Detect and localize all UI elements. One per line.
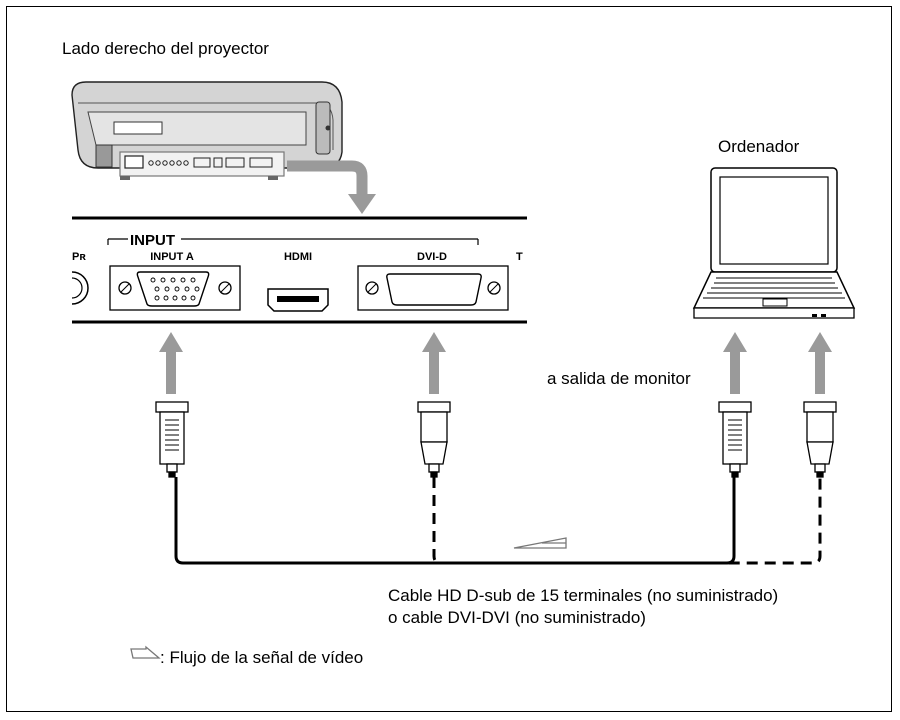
input-panel: INPUT Pʀ INPUT A HDMI DVI-D T [71,216,527,324]
input-group-label: INPUT [130,232,175,249]
figure-frame [6,6,892,712]
connector-vga-right [718,401,752,478]
arrow-to-input-a [159,332,183,394]
legend-label: : Flujo de la señal de vídeo [160,648,364,667]
connector-vga-left [155,401,189,478]
legend-signal-flow-icon [130,645,161,659]
laptop [692,167,856,319]
connector-dvi-right [803,401,837,478]
zoom-arrow [287,160,376,214]
pr-jack [71,271,89,305]
monitor-output-label: a salida de monitor [547,369,691,388]
input-a-port [109,265,241,311]
dvi-cable [432,477,822,565]
vga-cable [174,477,736,565]
port-label-pr: Pʀ [72,251,86,263]
computer-label: Ordenador [718,137,800,156]
hdmi-port [267,288,329,312]
dvi-d-port [357,265,509,311]
projector [71,81,343,180]
signal-flow-icon [513,537,567,549]
arrow-to-dvi-d [422,332,446,394]
signal-arrows [159,332,832,394]
cable-label-line1: Cable HD D-sub de 15 terminales (no sumi… [388,586,779,605]
arrow-from-monitor-out [723,332,747,394]
port-label-t: T [516,251,523,263]
projector-side-label: Lado derecho del proyector [62,39,269,58]
port-label-dvi-d: DVI-D [417,251,447,263]
port-label-input-a: INPUT A [150,251,194,263]
cable-label-line2: o cable DVI-DVI (no suministrado) [388,608,646,627]
connector-dvi-left [417,401,451,478]
port-label-hdmi: HDMI [284,251,312,263]
arrow-from-dvi-out [808,332,832,394]
